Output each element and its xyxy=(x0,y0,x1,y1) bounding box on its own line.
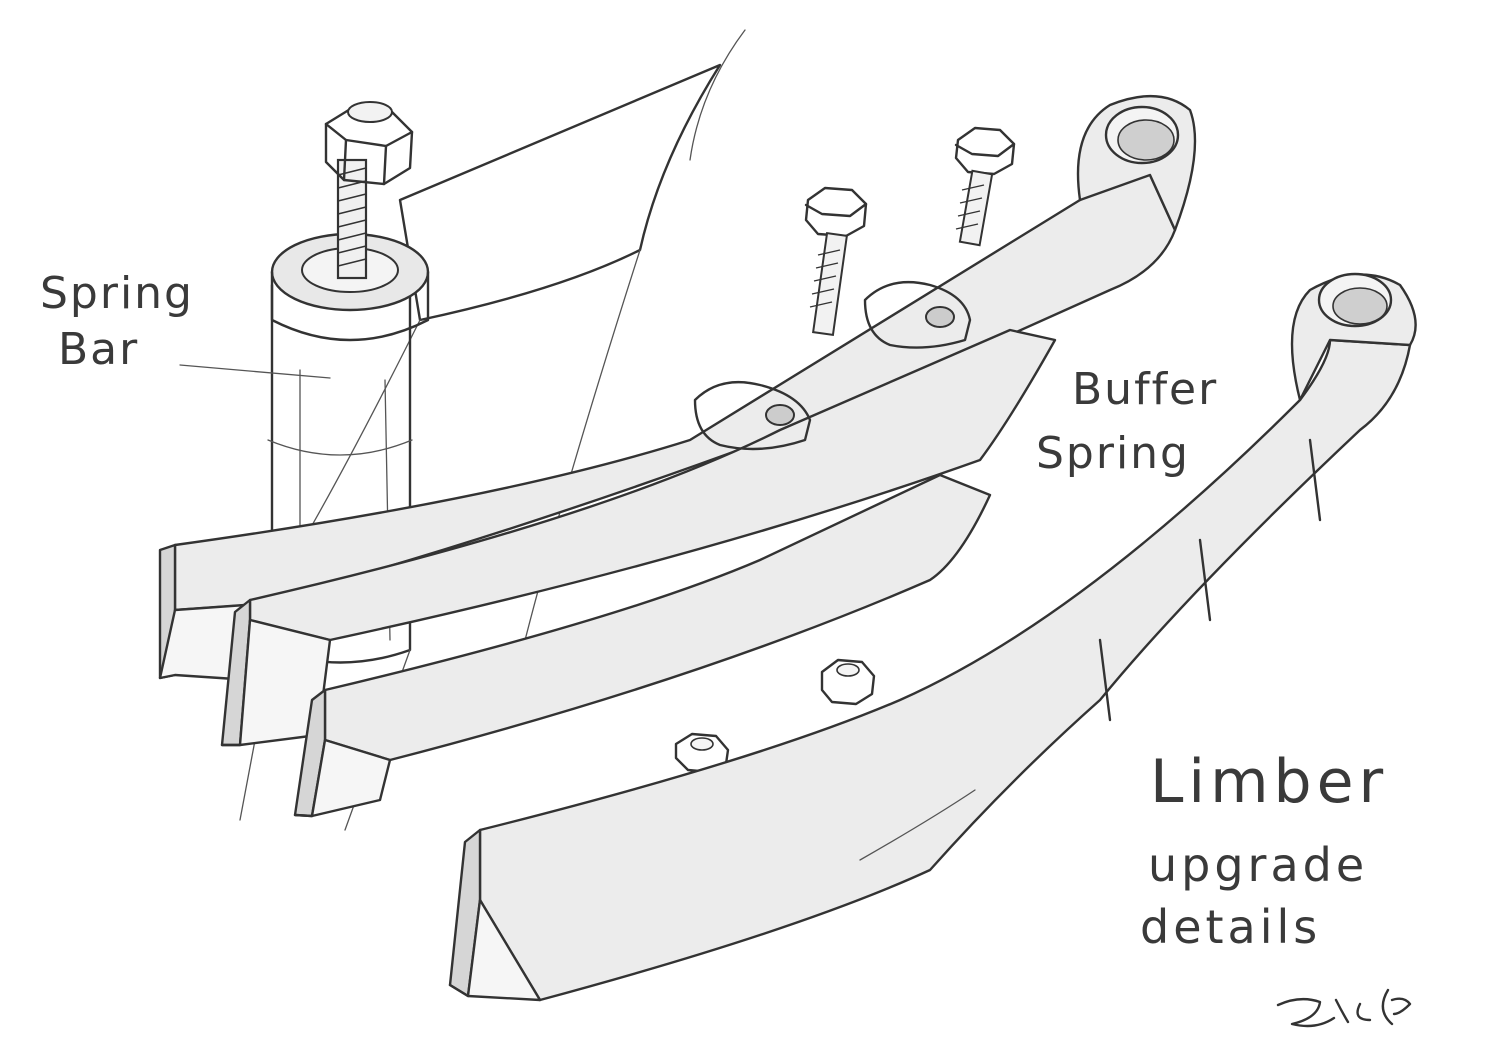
subtitle-details: details xyxy=(1140,900,1322,954)
spring-bar-label-line2: Bar xyxy=(58,324,140,375)
buffer-spring-label-line1: Buffer xyxy=(1072,364,1219,415)
clamp-right xyxy=(863,281,972,349)
limber-bar-upper xyxy=(158,95,1197,682)
title-limber: Limber xyxy=(1150,747,1389,817)
spring-bar xyxy=(239,101,430,831)
buffer-spring-label-line2: Spring xyxy=(1036,428,1190,479)
clamp-left xyxy=(693,381,812,451)
subtitle-upgrade: upgrade xyxy=(1148,838,1369,892)
bolt-left xyxy=(804,186,868,337)
bolt-right xyxy=(954,126,1016,247)
spring-bar-label-line1: Spring xyxy=(40,268,194,319)
signature xyxy=(1276,988,1412,1028)
spring-bar-leader xyxy=(179,364,331,379)
buffer-spring-leaf-1 xyxy=(220,328,1057,747)
buffer-spring-leaf-2 xyxy=(293,473,992,818)
limber-bar-lower xyxy=(448,272,1417,1002)
nut-lower-right xyxy=(820,658,876,706)
